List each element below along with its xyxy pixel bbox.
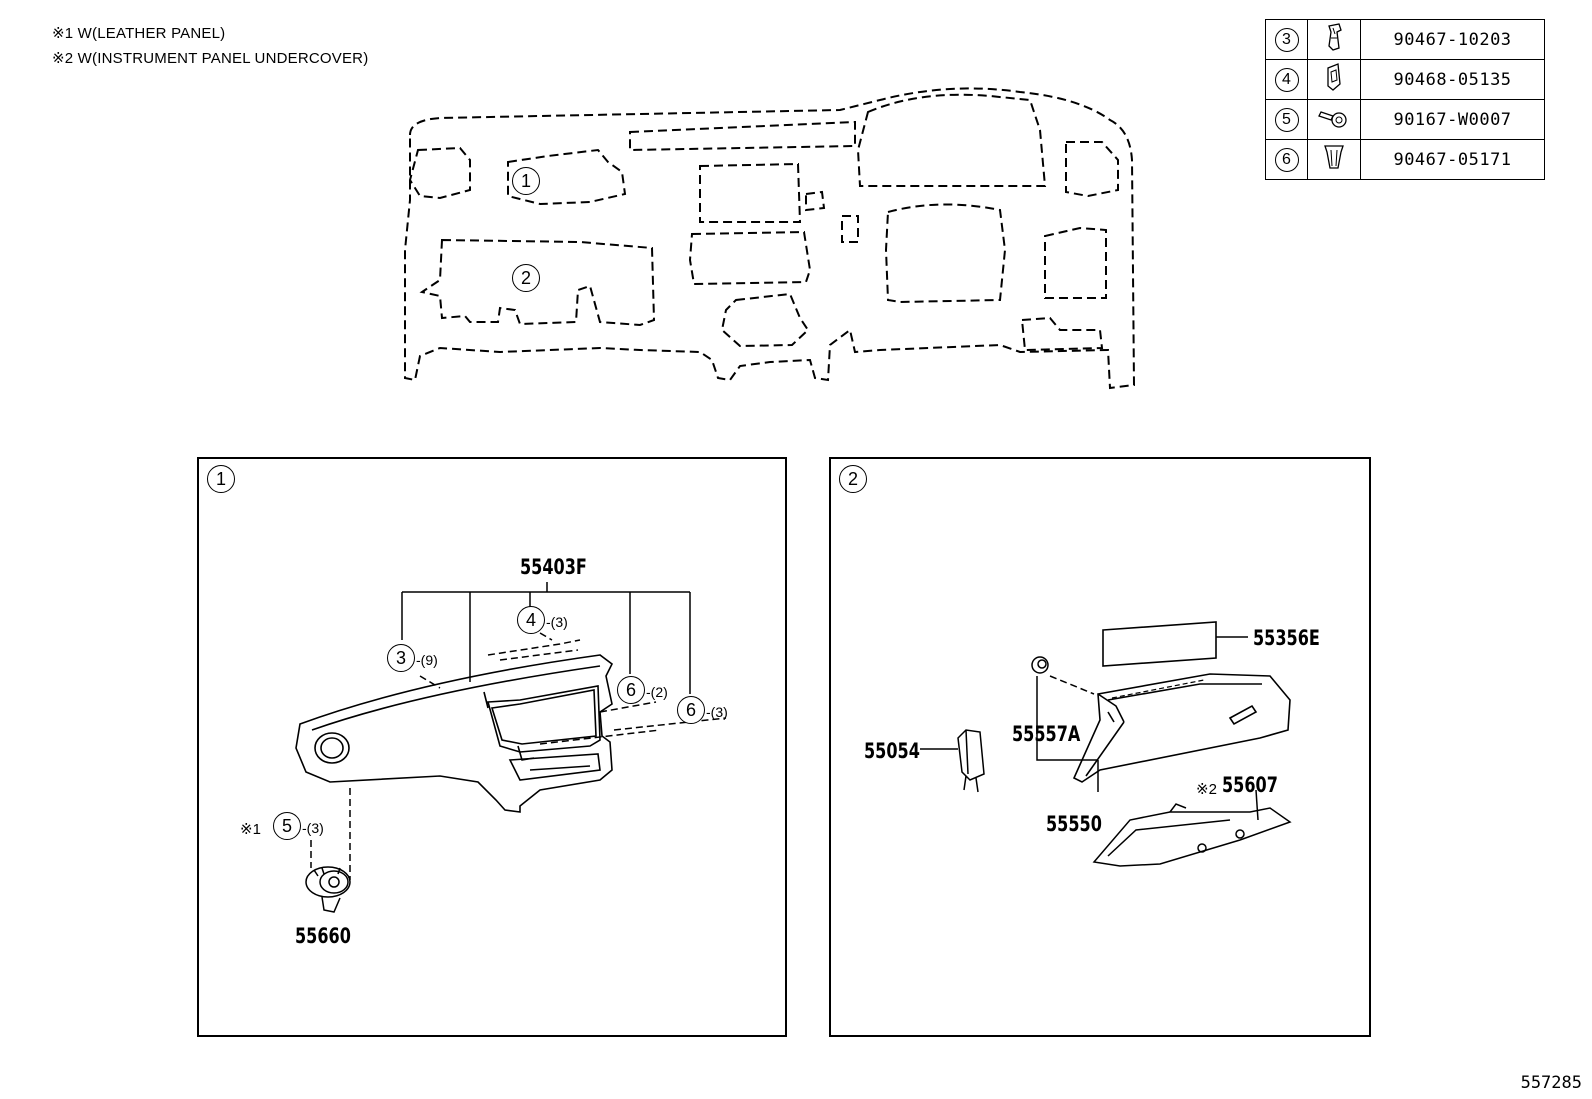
overview-region-1: 1 — [512, 167, 540, 195]
part-label-55054: 55054 — [864, 739, 920, 763]
callout-clip-6a: 6 — [617, 676, 645, 704]
ref-number: 3 — [1274, 27, 1299, 52]
table-row: 3 90467-10203 — [1265, 19, 1545, 60]
callout-clip-3: 3 — [387, 644, 415, 672]
push-clip-icon — [1324, 145, 1344, 169]
screw-icon — [1318, 111, 1347, 128]
fastener-table: 3 90467-10203 4 90468-05135 5 901 — [1265, 19, 1545, 180]
qty-label: -(3) — [302, 820, 324, 836]
ref-number: 4 — [1274, 67, 1299, 92]
panel-tag: 1 — [207, 465, 235, 493]
qty-label: -(9) — [416, 652, 438, 668]
part-label-55550: 55550 — [1046, 812, 1102, 836]
overview-region-2: 2 — [512, 264, 540, 292]
panel-tag: 2 — [839, 465, 867, 493]
part-number: 90468-05135 — [1360, 59, 1545, 100]
part-number: 90467-10203 — [1360, 19, 1545, 60]
ref-number: 6 — [1274, 147, 1299, 172]
diagram-id: 557285 — [1520, 1073, 1582, 1093]
part-label-55660: 55660 — [295, 924, 351, 948]
qty-label: -(2) — [646, 684, 668, 700]
note-mark-1: ※1 — [240, 821, 261, 838]
table-row: 4 90468-05135 — [1265, 59, 1545, 100]
ref-number: 5 — [1274, 107, 1299, 132]
callout-nut-4: 4 — [517, 606, 545, 634]
part-label-55607: 55607 — [1222, 773, 1278, 797]
nut-clip-icon — [1327, 63, 1341, 91]
detail-panel-2: 2 — [829, 457, 1371, 1037]
qty-label: -(3) — [706, 704, 728, 720]
part-label-55356E: 55356E — [1253, 626, 1320, 650]
part-label-55557A: 55557A — [1012, 722, 1081, 746]
note-undercover: ※2 W(INSTRUMENT PANEL UNDERCOVER) — [52, 50, 369, 67]
table-row: 5 90167-W0007 — [1265, 99, 1545, 140]
table-row: 6 90467-05171 — [1265, 139, 1545, 180]
part-number: 90167-W0007 — [1360, 99, 1545, 140]
note-leather-panel: ※1 W(LEATHER PANEL) — [52, 25, 226, 42]
callout-clip-6b: 6 — [677, 696, 705, 724]
detail-panel-1: 1 — [197, 457, 787, 1037]
qty-label: -(3) — [546, 614, 568, 630]
part-number: 90467-05171 — [1360, 139, 1545, 180]
note-mark-2: ※2 — [1196, 781, 1217, 798]
part-label-55403F: 55403F — [520, 555, 587, 579]
clip-icon — [1328, 23, 1342, 51]
callout-screw-5: 5 — [273, 812, 301, 840]
